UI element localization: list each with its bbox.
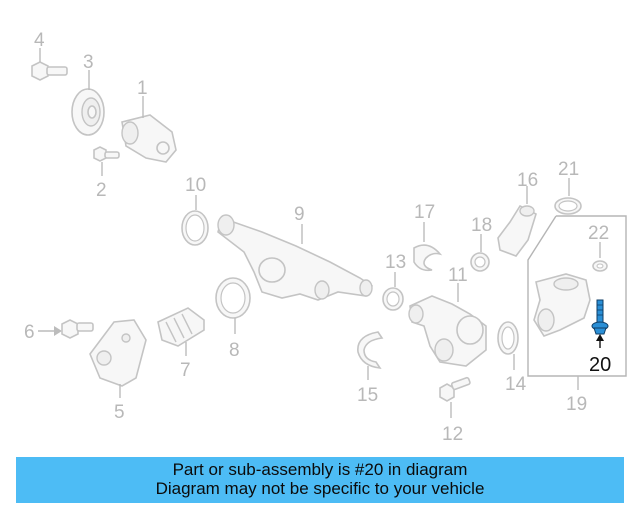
part-3-pulley: 3 <box>71 52 105 136</box>
part-8-gasket: 8 <box>215 277 251 361</box>
part-16-sensor: 16 <box>497 170 538 257</box>
callout-9: 9 <box>294 204 305 225</box>
callout-21: 21 <box>558 159 579 180</box>
callout-8: 8 <box>229 340 240 361</box>
part-22-oring: 22 <box>588 223 609 272</box>
callout-15: 15 <box>357 385 378 406</box>
callout-12: 12 <box>442 424 463 445</box>
callout-14: 14 <box>505 374 527 395</box>
part-10-oring: 10 <box>181 175 209 246</box>
callout-18: 18 <box>471 215 492 236</box>
callout-4: 4 <box>34 30 45 51</box>
part-12-bolt: 12 <box>439 376 471 445</box>
part-9-housing: 9 <box>217 204 374 301</box>
callout-5: 5 <box>114 402 125 423</box>
callout-16: 16 <box>517 170 538 191</box>
callout-22: 22 <box>588 223 609 244</box>
callout-2: 2 <box>96 180 107 201</box>
callout-11: 11 <box>448 265 468 286</box>
part-21-oring: 21 <box>554 159 582 215</box>
part-13-oring: 13 <box>382 252 406 311</box>
part-6-bolt: 6 <box>24 319 94 343</box>
part-5-bracket: 5 <box>89 319 147 423</box>
part-18-oring: 18 <box>470 215 492 272</box>
part-14-gasket: 14 <box>497 321 527 395</box>
part-7-thermostat: 7 <box>157 307 205 381</box>
part-15-clip: 15 <box>357 331 384 406</box>
part-4-bolt: 4 <box>31 30 68 81</box>
part-2-bolt: 2 <box>93 146 120 201</box>
part-19-assembly-bracket: 19 <box>527 215 627 415</box>
callout-7: 7 <box>180 360 191 381</box>
callout-1: 1 <box>137 78 148 99</box>
banner-line-disclaimer: Diagram may not be specific to your vehi… <box>155 479 485 498</box>
callout-19: 19 <box>566 394 587 415</box>
banner-line-part: Part or sub-assembly is #20 in diagram <box>172 460 468 479</box>
callout-6: 6 <box>24 322 35 343</box>
callout-13: 13 <box>385 252 406 273</box>
callout-17: 17 <box>414 202 435 223</box>
callout-20: 20 <box>589 354 611 376</box>
part-20-bolt-highlighted: 20 <box>589 299 611 376</box>
callout-10: 10 <box>185 175 206 196</box>
part-19-flange <box>533 273 591 337</box>
part-1-pump: 1 <box>121 78 177 163</box>
parts-diagram: 4 3 1 2 10 9 <box>24 30 627 445</box>
part-11-outlet: 11 <box>408 265 487 367</box>
part-17-clip: 17 <box>413 202 443 272</box>
callout-3: 3 <box>83 52 94 73</box>
info-banner: Part or sub-assembly is #20 in diagram D… <box>16 457 624 503</box>
